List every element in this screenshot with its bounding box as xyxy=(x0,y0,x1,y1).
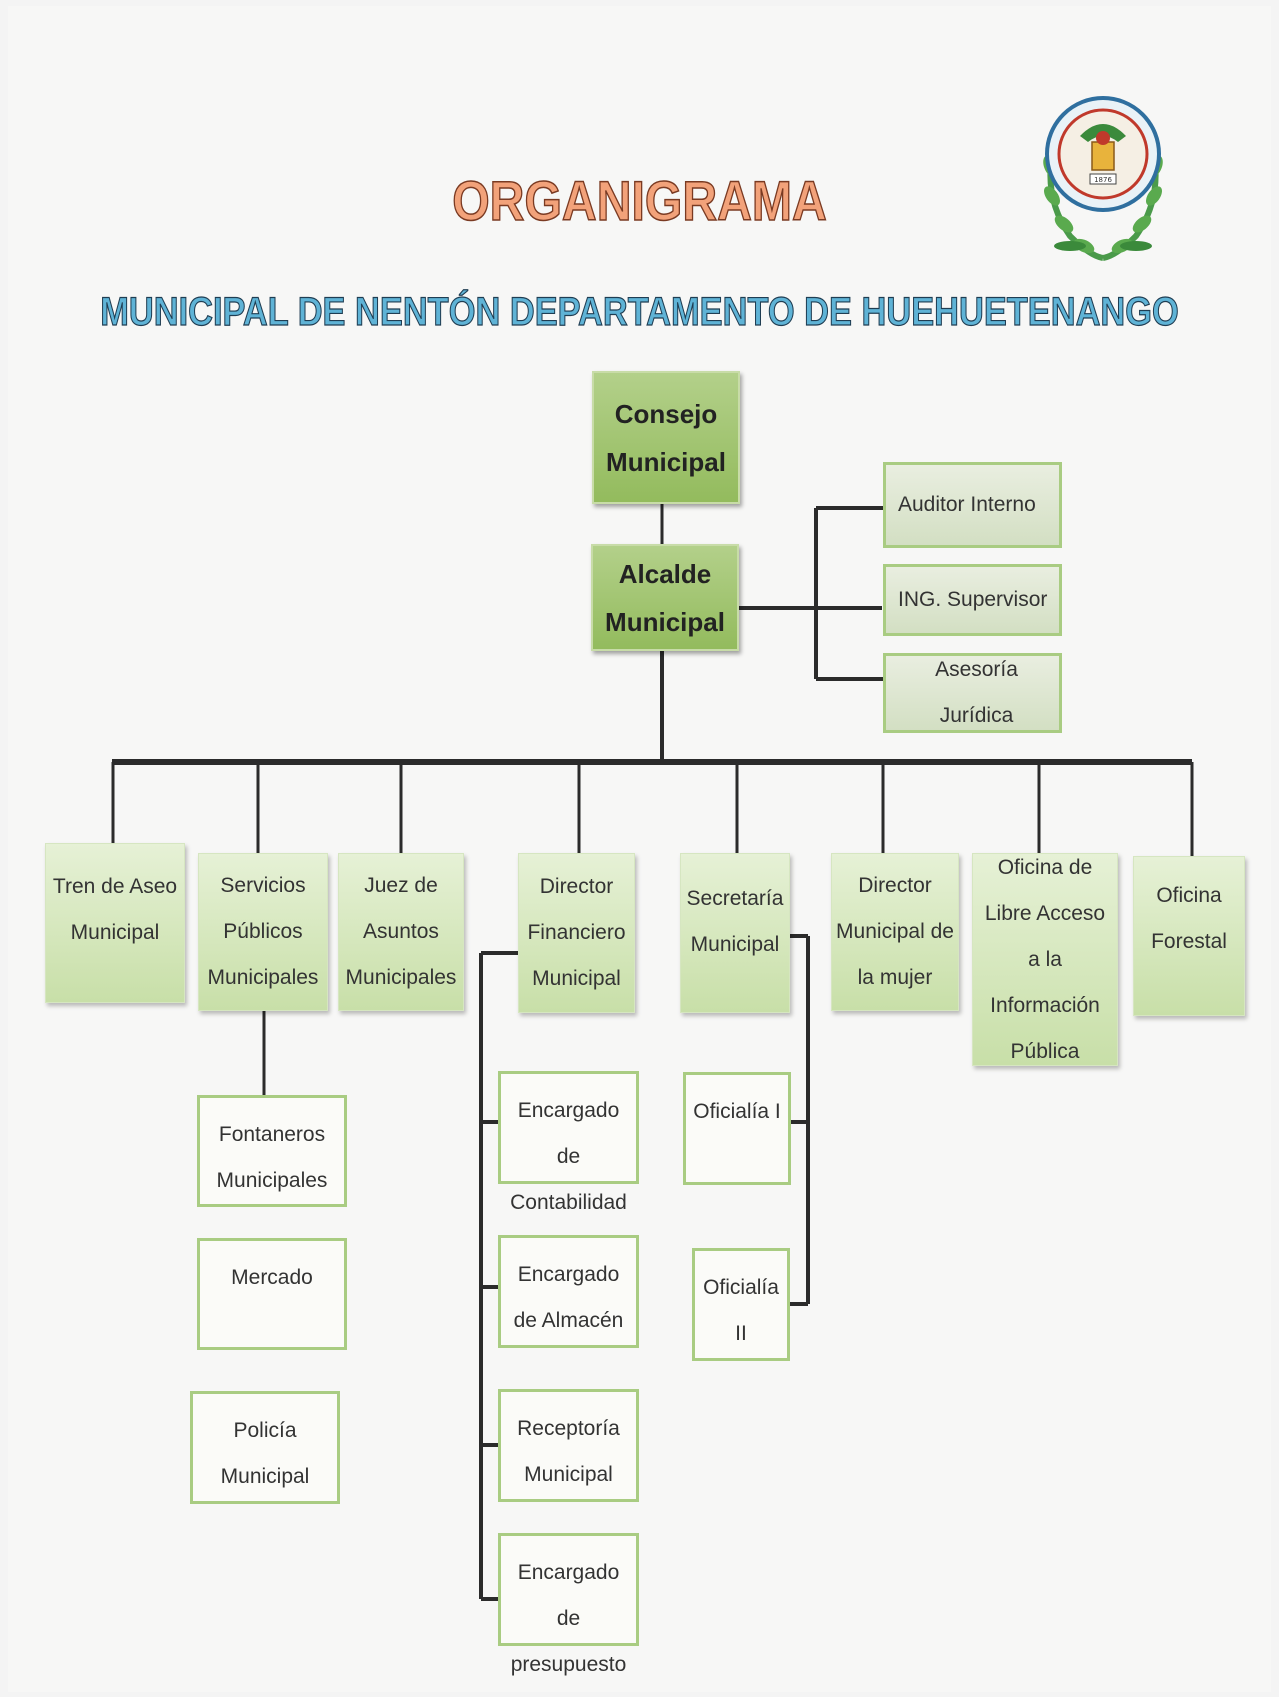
dept-director-financiero-label: Director Financiero Municipal xyxy=(527,875,626,990)
dept-servicios-publicos-label: Servicios Públicos Municipales xyxy=(207,874,319,989)
municipal-seal-icon: 1876 xyxy=(1043,96,1163,261)
oficialia-2-box: Oficialía II xyxy=(692,1248,790,1361)
chart-title: ORGANIGRAMA xyxy=(452,168,828,233)
dept-director-mujer: Director Municipal de la mujer xyxy=(831,853,959,1011)
alcalde-municipal-label: Alcalde Municipal xyxy=(605,558,725,637)
mercado-box: Mercado xyxy=(197,1238,347,1350)
fontaneros-municipales-box: Fontaneros Municipales xyxy=(197,1095,347,1207)
dept-oficina-forestal-label: Oficina Forestal xyxy=(1151,884,1227,953)
oficialia-2-label: Oficialía II xyxy=(703,1276,779,1345)
dept-oficina-libre-acceso-label: Oficina de Libre Acceso a la Información… xyxy=(984,855,1106,1063)
auditor-interno-label: Auditor Interno xyxy=(898,493,1036,516)
oficialia-1-box: Oficialía I xyxy=(683,1072,791,1185)
dept-juez-asuntos: Juez de Asuntos Municipales xyxy=(338,853,464,1011)
svg-text:1876: 1876 xyxy=(1094,176,1112,184)
dept-secretaria-label: Secretaría Municipal xyxy=(686,887,784,956)
dept-oficina-libre-acceso: Oficina de Libre Acceso a la Información… xyxy=(972,853,1118,1066)
dept-director-financiero: Director Financiero Municipal xyxy=(518,853,635,1013)
asesoria-juridica-label: Asesoría Jurídica xyxy=(935,658,1018,727)
encargado-almacen-box: Encargado de Almacén xyxy=(498,1235,639,1348)
chart-subtitle: MUNICIPAL DE NENTÓN DEPARTAMENTO DE HUEH… xyxy=(100,289,1180,334)
ing-supervisor-label: ING. Supervisor xyxy=(898,588,1048,611)
encargado-presupuesto-label: Encargado de presupuesto xyxy=(510,1561,627,1676)
receptoria-municipal-box: Receptoría Municipal xyxy=(498,1389,639,1502)
auditor-interno-box: Auditor Interno xyxy=(883,462,1062,548)
encargado-contabilidad-label: Encargado de Contabilidad xyxy=(510,1099,627,1214)
fontaneros-municipales-label: Fontaneros Municipales xyxy=(216,1123,328,1192)
dept-tren-aseo: Tren de Aseo Municipal xyxy=(45,843,185,1003)
policia-municipal-box: Policía Municipal xyxy=(190,1391,340,1504)
consejo-municipal-box: Consejo Municipal xyxy=(592,371,740,504)
dept-director-mujer-label: Director Municipal de la mujer xyxy=(836,874,954,989)
encargado-almacen-label: Encargado de Almacén xyxy=(513,1263,624,1332)
ing-supervisor-box: ING. Supervisor xyxy=(883,564,1062,636)
mercado-label: Mercado xyxy=(231,1266,313,1289)
encargado-presupuesto-box: Encargado de presupuesto xyxy=(498,1533,639,1676)
asesoria-juridica-box: Asesoría Jurídica xyxy=(883,653,1062,733)
alcalde-municipal-box: Alcalde Municipal xyxy=(591,544,739,651)
encargado-contabilidad-box: Encargado de Contabilidad xyxy=(498,1071,639,1214)
dept-oficina-forestal: Oficina Forestal xyxy=(1133,856,1245,1016)
dept-secretaria: Secretaría Municipal xyxy=(680,853,790,1013)
dept-servicios-publicos: Servicios Públicos Municipales xyxy=(198,853,328,1011)
oficialia-1-label: Oficialía I xyxy=(693,1100,781,1123)
policia-municipal-label: Policía Municipal xyxy=(220,1419,310,1488)
receptoria-municipal-label: Receptoría Municipal xyxy=(517,1417,620,1486)
dept-juez-asuntos-label: Juez de Asuntos Municipales xyxy=(345,874,457,989)
dept-tren-aseo-label: Tren de Aseo Municipal xyxy=(52,875,178,944)
consejo-municipal-label: Consejo Municipal xyxy=(606,398,726,477)
